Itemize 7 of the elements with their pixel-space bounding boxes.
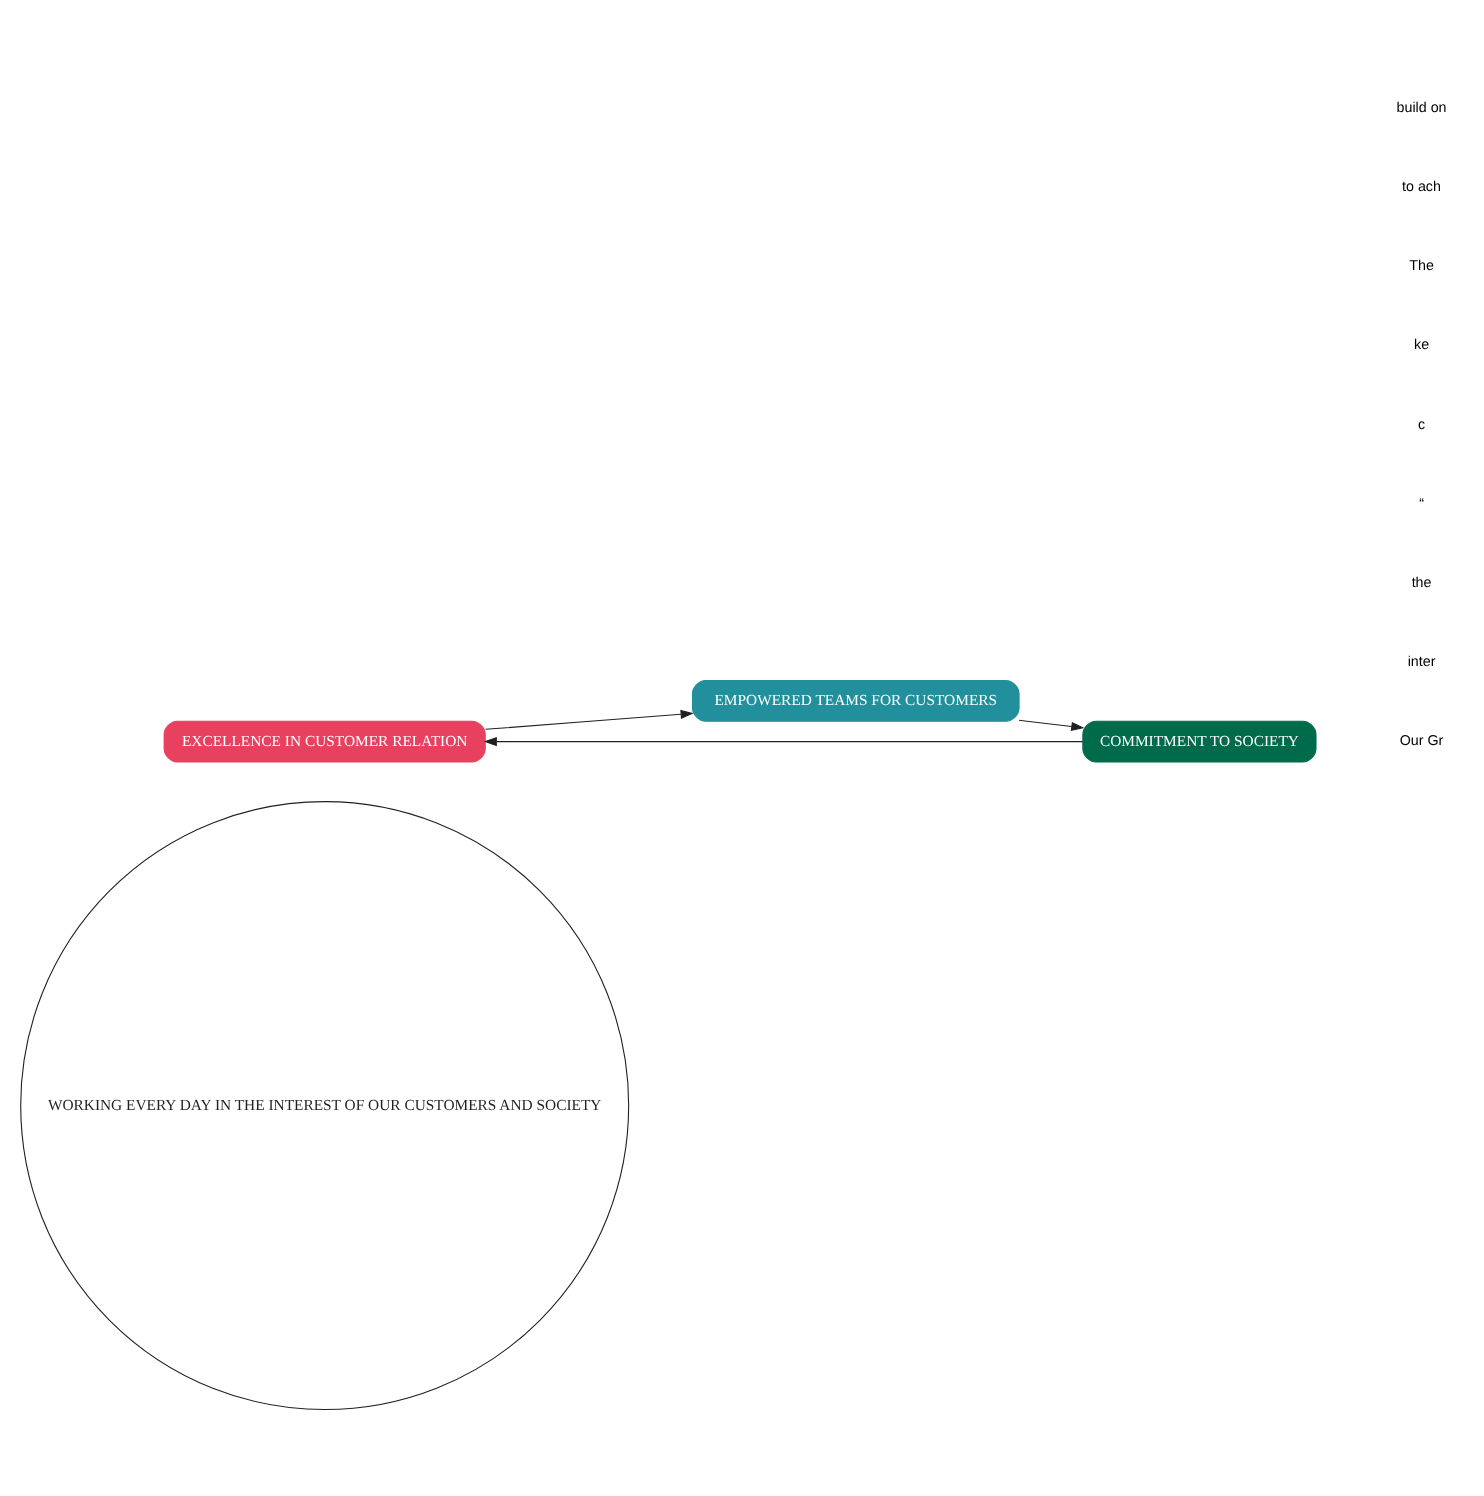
node-box: EXCELLENCE IN CUSTOMER RELATION: [163, 719, 486, 762]
node-box: EMPOWERED TEAMS FOR CUSTOMERS: [691, 679, 1020, 721]
arrow: [483, 735, 1084, 746]
node-circle: WORKING EVERY DAY IN THE INTEREST OF OUR CUSTOMERS AND SOCIETY: [20, 800, 630, 1410]
node-box: COMMITMENT TO SOCIETY: [1082, 719, 1317, 762]
arrow: [485, 708, 694, 729]
arrow: [1018, 718, 1085, 731]
